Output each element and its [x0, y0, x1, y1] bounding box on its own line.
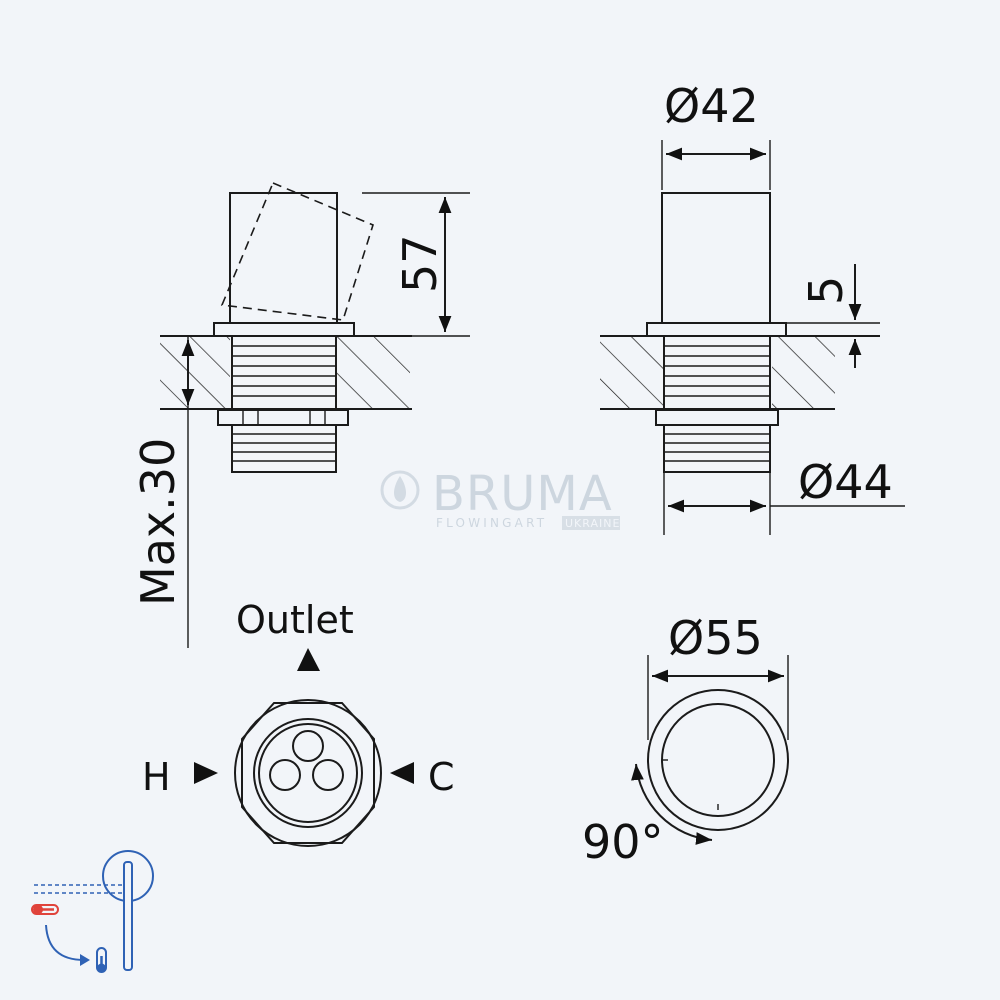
label-cold: C: [428, 755, 455, 799]
threaded-body-2: [663, 335, 771, 411]
threaded-body: [231, 335, 337, 411]
rosette-view: Ø55 90°: [582, 611, 789, 869]
brand-watermark: BRUMA FLOWINGART UKRAINE: [380, 466, 620, 530]
watermark-badge: UKRAINE: [565, 517, 620, 530]
rosette-inner: [661, 703, 775, 817]
front-elevation: Ø42 5 Ø44: [600, 79, 905, 535]
handle-body: [229, 192, 338, 324]
hex-nut: [241, 702, 375, 844]
watermark-tagline: FLOWINGART: [436, 516, 547, 530]
port-cold: [312, 759, 344, 791]
dim-diameter-44: Ø44: [798, 455, 893, 509]
hot-thermometer-icon: [31, 904, 59, 915]
dim-diameter-55: Ø55: [668, 611, 763, 665]
outlet-arrow-icon: [297, 648, 320, 671]
hot-arrow-icon: [194, 762, 218, 784]
side-view-rotating: 57 Max.30: [131, 181, 470, 648]
dim-diameter-42: Ø42: [664, 79, 759, 133]
cold-thermometer-icon: [96, 947, 107, 973]
rear-view-ports: Outlet H C: [142, 598, 455, 847]
port-hot: [269, 759, 301, 791]
label-hot: H: [142, 755, 171, 799]
label-outlet: Outlet: [236, 598, 354, 642]
rotation-arc: [631, 763, 713, 845]
cold-arrow-icon: [390, 762, 414, 784]
dim-rotation-90: 90°: [582, 815, 664, 869]
handle-rotated-outline: [220, 181, 374, 321]
watermark-brand: BRUMA: [432, 466, 613, 522]
port-outlet: [292, 730, 324, 762]
rosette-outer: [647, 689, 789, 831]
mixer-lever-icon: [31, 850, 154, 973]
dim-height-57: 57: [393, 234, 447, 293]
dim-offset-5: 5: [799, 276, 853, 305]
dim-max-30: Max.30: [131, 438, 185, 606]
drop-logo-icon: [380, 470, 420, 510]
